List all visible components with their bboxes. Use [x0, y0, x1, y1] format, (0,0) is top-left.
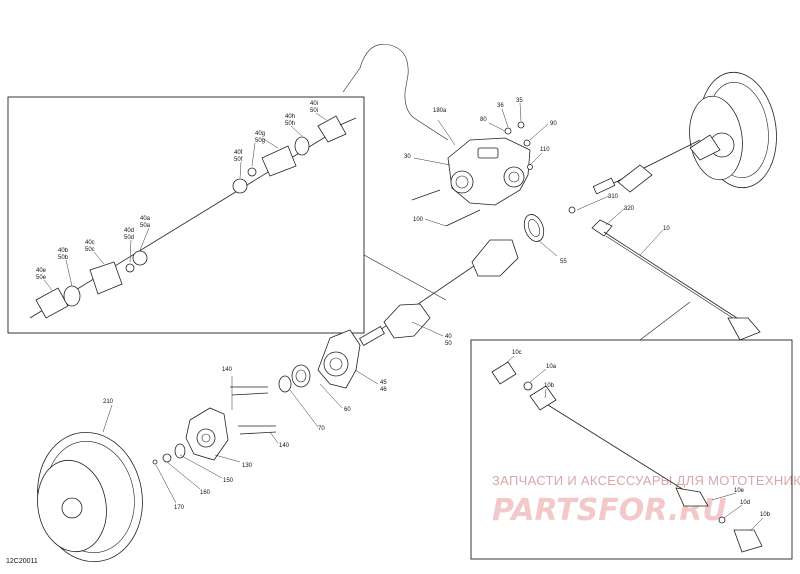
callout-labels: 180a 36 35 80 90 110 30 310 320 10 100 5…: [36, 98, 771, 518]
circlip: [568, 206, 576, 214]
callout-50f: 50f: [234, 157, 243, 163]
nut: [523, 139, 531, 147]
callout-50c: 50c: [85, 247, 95, 253]
callout-40e: 40e: [36, 268, 47, 274]
callout-50g: 50g: [255, 138, 265, 144]
brake-disc-washer: [174, 443, 186, 459]
callout-50h: 50h: [285, 121, 295, 127]
callout-110: 110: [540, 147, 550, 153]
wheel-bearing: [291, 364, 311, 388]
wheel-rim-rear: [689, 71, 777, 189]
inset-driveshaft-parts: [29, 115, 357, 319]
callout-30: 30: [404, 154, 411, 160]
propeller-shaft: [591, 219, 761, 341]
callout-160: 160: [200, 490, 211, 496]
callout-150: 150: [223, 478, 234, 484]
callout-50: 50: [445, 341, 452, 347]
cotter-pin: [152, 459, 158, 465]
callout-36: 36: [497, 103, 504, 109]
wheel-stud: [231, 392, 269, 396]
differential-housing: [447, 137, 531, 206]
callout-40: 40: [445, 334, 452, 340]
callout-46: 46: [380, 387, 387, 393]
leader-lines: [43, 102, 764, 532]
callout-310: 310: [608, 194, 619, 200]
callout-10: 10: [663, 226, 670, 232]
callout-40c: 40c: [85, 240, 95, 246]
callout-80: 80: [480, 117, 487, 123]
callout-10d: 10d: [740, 500, 750, 506]
callout-40i: 40i: [310, 101, 318, 107]
callout-180a: 180a: [433, 108, 447, 114]
callout-35: 35: [516, 98, 523, 104]
callout-10e: 10e: [734, 488, 745, 494]
watermark-caption: ЗАПЧАСТИ И АКСЕССУАРЫ ДЛЯ МОТОТЕХНИКИ: [492, 473, 800, 488]
callout-140-top: 140: [222, 367, 233, 373]
inset-propshaft-parts: [491, 361, 763, 553]
inset-pointer-propshaft: [639, 301, 691, 341]
callout-55: 55: [560, 259, 567, 265]
callout-70: 70: [318, 426, 325, 432]
washer: [527, 164, 533, 170]
callout-50a: 50a: [140, 223, 151, 229]
inset-frame-propshaft: [470, 339, 793, 560]
drive-shaft-front: [359, 239, 519, 347]
callout-210: 210: [103, 399, 114, 405]
callout-50i: 50i: [310, 108, 318, 114]
callout-130: 130: [242, 463, 253, 469]
callout-100: 100: [413, 217, 424, 223]
steering-knuckle: [317, 329, 361, 389]
bolt: [445, 209, 481, 227]
wheel-hub: [185, 407, 229, 461]
callout-50d: 50d: [124, 235, 134, 241]
inset-frame-driveshaft: [7, 96, 365, 334]
nut: [504, 127, 512, 135]
callout-140-bottom: 140: [279, 443, 290, 449]
callout-60: 60: [344, 407, 351, 413]
callout-10a: 10a: [546, 364, 557, 370]
retaining-ring: [278, 375, 292, 393]
hub-nut: [162, 453, 172, 463]
callout-40h: 40h: [285, 114, 295, 120]
nut: [517, 121, 525, 129]
callout-50e: 50e: [36, 275, 47, 281]
bolt: [411, 189, 441, 201]
oil-seal: [523, 214, 545, 242]
drive-shaft-upper: [592, 134, 721, 195]
callout-40f: 40f: [234, 150, 243, 156]
callout-40a: 40a: [140, 216, 151, 222]
callout-10c: 10c: [512, 350, 522, 356]
callout-320: 320: [624, 206, 635, 212]
callout-40b: 40b: [58, 248, 69, 254]
vent-hose: [342, 43, 449, 141]
wheel-rim-front: [37, 431, 143, 563]
callout-10b: 10b: [544, 383, 555, 389]
diagram-code: 12C20011: [6, 558, 38, 565]
callout-40g: 40g: [255, 131, 265, 137]
callout-90: 90: [550, 121, 557, 127]
inset-pointer-driveshaft: [363, 254, 447, 301]
callout-50b: 50b: [58, 255, 69, 261]
callout-10b-lower: 10b: [760, 512, 771, 518]
callout-40d: 40d: [124, 228, 134, 234]
callout-45: 45: [380, 380, 387, 386]
callout-170: 170: [174, 505, 185, 511]
